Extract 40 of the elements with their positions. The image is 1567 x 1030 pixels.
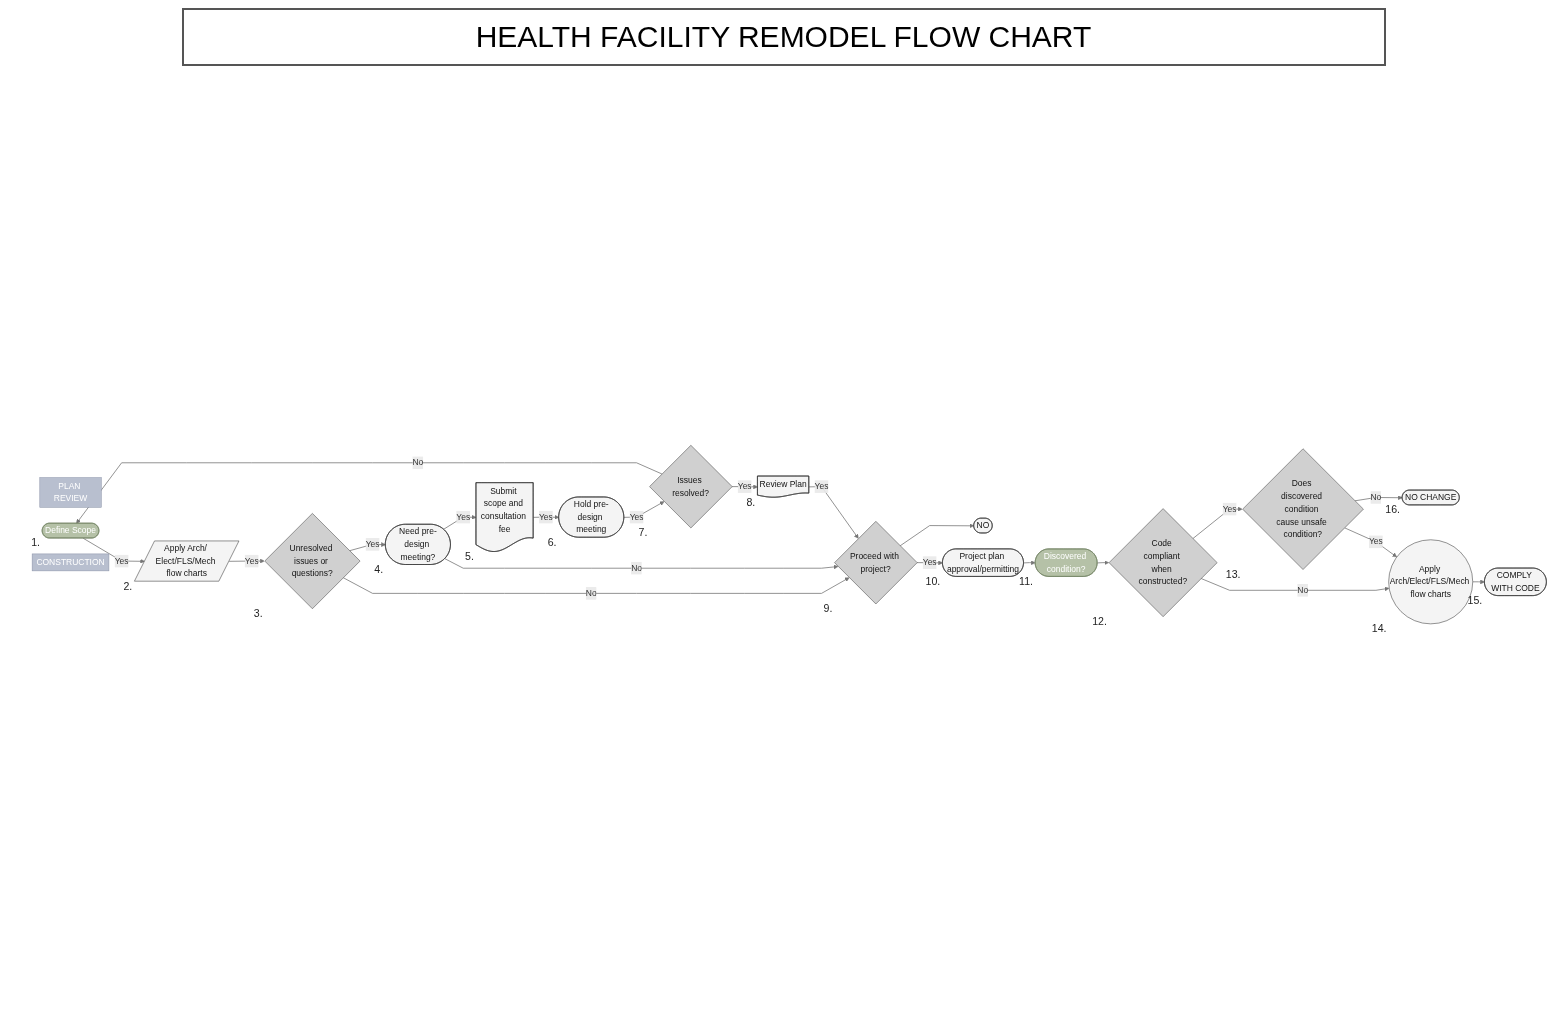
node-box: CONSTRUCTION <box>31 553 110 572</box>
edge-label: Yes <box>737 482 752 492</box>
edge-label: No <box>631 563 642 573</box>
edge-label: No <box>1297 585 1309 595</box>
step-number: 7. <box>638 526 648 539</box>
step-number: 11. <box>1019 575 1034 588</box>
step-number: 8. <box>746 495 756 508</box>
node-diamond: Does discovered condition cause unsafe condition? <box>1242 448 1364 570</box>
step-number: 5. <box>465 550 474 563</box>
edge-label: No <box>1370 492 1382 502</box>
step-number: 4. <box>374 563 384 576</box>
step-number: 1. <box>31 536 41 549</box>
edge-label: No <box>412 458 424 468</box>
node-box: PLAN REVIEW <box>39 477 102 508</box>
step-number: 14. <box>1371 622 1387 635</box>
edge-label: Yes <box>629 512 644 522</box>
step-number: 3. <box>253 607 263 620</box>
edge-label: Yes <box>1222 504 1237 514</box>
edge-label: No <box>585 588 597 598</box>
step-number: 2. <box>123 579 133 592</box>
node-diamond: Proceed with project? <box>834 521 918 605</box>
node-diamond: Issues resolved? <box>649 445 733 529</box>
node-diamond: Code compliant when constructed? <box>1108 508 1218 618</box>
step-number: 6. <box>547 535 557 548</box>
edge-label: Yes <box>244 556 259 566</box>
step-number: 15. <box>1467 594 1483 607</box>
step-number: 10. <box>925 575 941 588</box>
step-number: 16. <box>1385 503 1400 516</box>
edge-label: Yes <box>365 539 380 549</box>
edge-label: Yes <box>922 558 937 568</box>
edge-label: Yes <box>114 556 129 566</box>
edge-label: Yes <box>814 482 829 492</box>
step-number: 9. <box>823 602 833 615</box>
step-number: 13. <box>1225 568 1241 581</box>
edge-label: Yes <box>456 512 471 522</box>
title-banner: HEALTH FACILITY REMODEL FLOW CHART <box>181 8 1386 66</box>
edge-label: Yes <box>1368 537 1383 547</box>
step-number: 12. <box>1092 615 1107 628</box>
node-diamond: Unresolved issues or questions? <box>264 513 361 610</box>
edge-label: Yes <box>539 512 553 522</box>
